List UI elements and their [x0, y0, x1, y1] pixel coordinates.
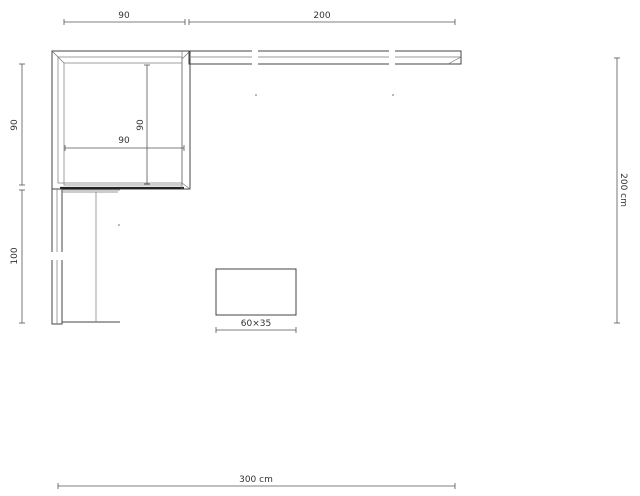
dim-top-left-label: 90	[118, 11, 130, 21]
dim-total-height-label: 200 cm	[618, 173, 628, 207]
dim-left-upper: 90	[10, 63, 25, 186]
dim-left-upper-label: 90	[10, 119, 20, 131]
top-counter	[188, 50, 462, 96]
dim-top-right-label: 200	[313, 11, 330, 21]
left-counter	[50, 188, 120, 325]
dim-top-left: 90	[63, 11, 186, 25]
dim-top-right: 200	[188, 11, 456, 25]
corner-unit	[51, 50, 191, 190]
dim-left-lower-label: 100	[10, 247, 20, 264]
dim-left-lower: 100	[10, 189, 25, 324]
table-outline	[215, 268, 297, 316]
dim-inner-width-label: 90	[118, 136, 130, 146]
dim-total-height: 200 cm	[614, 57, 628, 324]
table-size-label: 60×35	[241, 319, 271, 329]
dim-inner-height-label: 90	[136, 119, 146, 131]
dim-inner-width: 90	[64, 136, 185, 151]
dim-total-width: 300 cm	[57, 475, 456, 489]
dim-inner-height: 90	[136, 64, 150, 185]
table: 60×35	[215, 268, 297, 333]
dim-total-width-label: 300 cm	[239, 475, 273, 485]
